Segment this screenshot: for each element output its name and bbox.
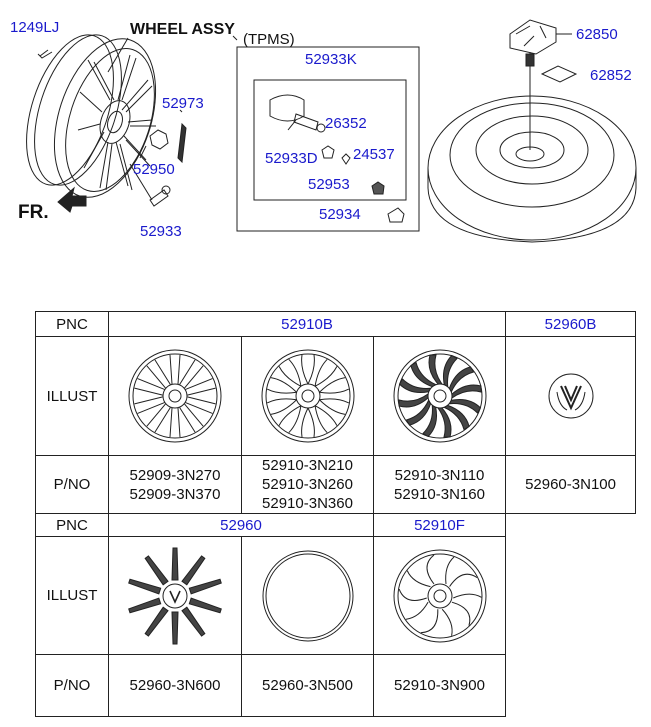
part-number[interactable]: 52910-3N110 [394,466,485,484]
pno-row-label: P/NO [35,654,109,717]
trim-ring-illustration [241,536,374,655]
tpms-box [236,46,420,232]
part-number[interactable]: 52910-3N900 [394,677,485,694]
pnc-52910b[interactable]: 52910B [107,311,507,337]
part-number[interactable]: 52910-3N160 [394,485,485,503]
front-direction-label: FR. [18,202,49,223]
callout-62850: 62850 [576,26,618,43]
illust-row-label: ILLUST [35,536,109,655]
part-numbers-cell: 52910-3N900 [373,654,506,717]
parts-table-2: PNC 52960 52910F ILLUST [35,513,506,717]
wheel-illustration-10-spoke [108,336,242,456]
callout-52933: 52933 [140,223,182,240]
wheel-illustration-turbine [372,336,507,456]
part-number[interactable]: 52910-3N360 [262,495,353,512]
sensor-kit-box [253,79,407,201]
part-number[interactable]: 52960-3N100 [525,476,616,493]
callout-62852: 62852 [590,67,632,84]
callout-52973: 52973 [162,95,204,112]
part-numbers-cell: 52960-3N600 [108,654,242,717]
part-numbers-cell: 52960-3N500 [241,654,374,717]
part-number[interactable]: 52909-3N370 [129,485,221,503]
part-numbers-cell: 52909-3N270 52909-3N370 [108,455,242,514]
callout-1249lj: 1249LJ [10,19,60,36]
part-number[interactable]: 52960-3N600 [129,677,221,694]
wheel-illustration-multi-spoke [241,336,374,456]
illust-row-label: ILLUST [35,336,109,456]
part-number[interactable]: 52910-3N260 [262,476,353,493]
pnc-52910f[interactable]: 52910F [373,513,506,537]
callout-tpms: (TPMS) [243,31,295,48]
pnc-row-label: PNC [35,513,109,537]
pnc-52960[interactable]: 52960 [108,513,374,537]
part-number[interactable]: 52960-3N500 [262,677,353,694]
callout-52953: 52953 [308,176,350,193]
part-number[interactable]: 52910-3N210 [262,457,353,474]
callout-52933k: 52933K [305,51,357,68]
callout-wheel-assy: WHEEL ASSY [130,21,235,38]
callout-52934: 52934 [319,206,361,223]
callout-26352: 26352 [325,115,367,132]
spare-tire-drawing [427,95,637,243]
parts-table-1: PNC 52910B 52960B ILLUST [35,311,637,514]
callout-52933d: 52933D [265,150,318,167]
part-numbers-cell: 52960-3N100 [505,455,637,514]
part-number[interactable]: 52909-3N270 [129,466,221,484]
pnc-52960b[interactable]: 52960B [505,311,637,337]
pnc-row-label: PNC [35,311,109,337]
center-cap-illustration [505,336,637,456]
pno-row-label: P/NO [35,455,109,514]
part-numbers-cell: 52910-3N210 52910-3N260 52910-3N360 [241,455,374,514]
part-numbers-cell: 52910-3N110 52910-3N160 [372,455,507,514]
callout-24537: 24537 [353,146,395,163]
steel-wheel-illustration [373,536,506,655]
wheel-exploded-diagram [26,19,637,243]
callout-52950: 52950 [133,161,175,178]
spoke-trim-illustration [108,536,242,655]
wheel-assembly-drawing [26,34,157,198]
